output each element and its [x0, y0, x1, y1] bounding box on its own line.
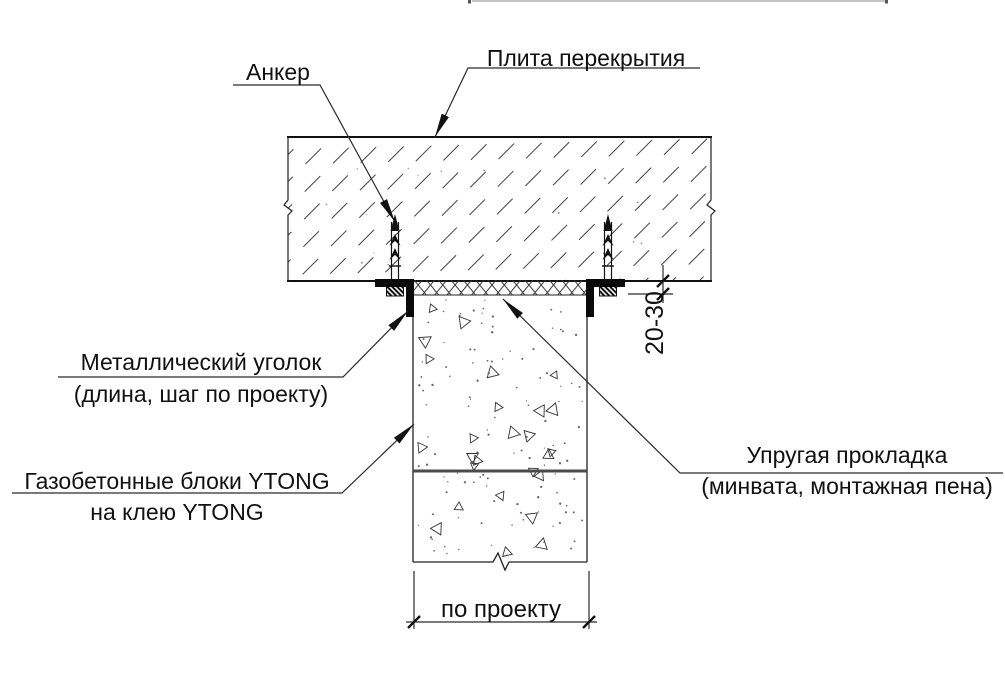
dimension-gasket-thickness	[628, 265, 673, 303]
dimension-text-wall-width: по проекту	[440, 596, 562, 623]
anchor-left	[386, 214, 404, 297]
callout-blocks-line1: Газобетонные блоки YTONG	[24, 468, 330, 494]
leader-gasket	[502, 298, 1003, 474]
leader-slab	[434, 67, 700, 138]
wall-break-bottom	[413, 551, 587, 572]
callout-blocks-line2: на клею YTONG	[90, 499, 264, 525]
callout-gasket-line2: (минвата, монтажная пена)	[701, 473, 993, 499]
dimension-text-gasket-thickness: 20-30	[641, 291, 669, 355]
slab-break-left	[283, 137, 293, 281]
elastic-gasket	[414, 280, 586, 296]
callout-slab: Плита перекрытия	[486, 45, 686, 71]
leader-anchor	[233, 84, 396, 223]
top-crop-artifact	[468, 0, 888, 4]
callout-metal-angle-line2: (длина, шаг по проекту)	[73, 381, 329, 407]
leader-angle	[58, 310, 409, 378]
aerated-block-wall	[412, 295, 588, 572]
callout-gasket: Упругая прокладка (минвата, монтажная пе…	[690, 440, 1004, 502]
callout-blocks: Газобетонные блоки YTONG на клею YTONG	[14, 466, 340, 528]
dimension-wall-width	[406, 571, 597, 629]
callout-gasket-line1: Упругая прокладка	[746, 442, 948, 468]
callout-metal-angle-line1: Металлический уголок	[80, 349, 322, 375]
callout-metal-angle: Металлический уголок (длина, шаг по прое…	[56, 346, 346, 410]
callout-anchor: Анкер	[246, 59, 310, 85]
anchor-right	[599, 214, 617, 297]
slab-break-right	[706, 137, 716, 281]
leader-blocks	[12, 423, 415, 494]
floor-slab	[283, 136, 716, 282]
